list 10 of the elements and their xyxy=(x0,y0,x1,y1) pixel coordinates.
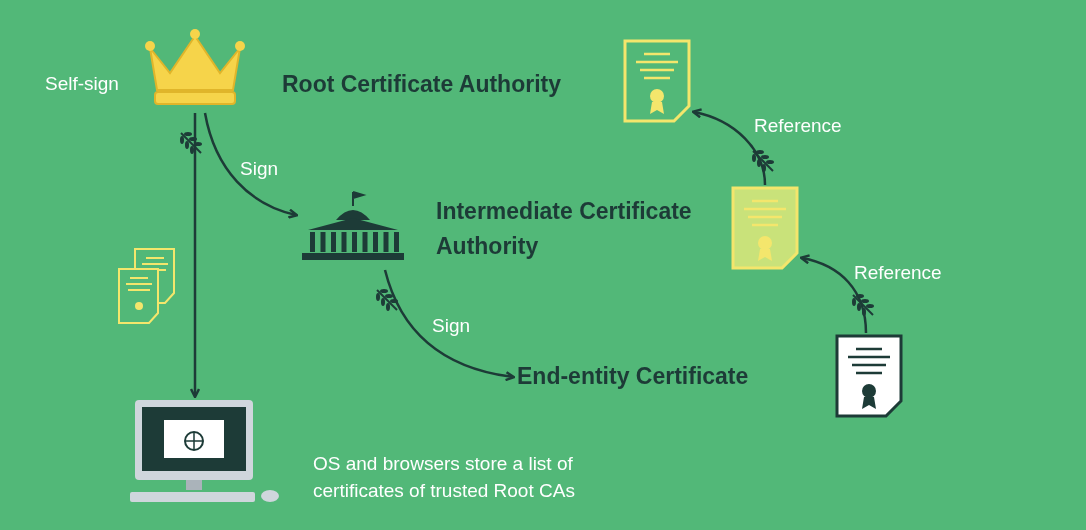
side-label: Self-sign xyxy=(45,72,119,96)
node-title: End-entity Certificate xyxy=(517,362,750,391)
arrow xyxy=(799,254,868,334)
description-text: OS and browsers store a list of certificates of trusted Root CAs xyxy=(313,452,576,503)
arrow xyxy=(383,269,516,382)
node-title: Root Certificate Authority xyxy=(282,70,562,99)
arrow xyxy=(189,113,201,399)
node-title: Intermediate Certificate Authority xyxy=(436,197,693,261)
arrow xyxy=(203,112,299,219)
arrow xyxy=(691,108,767,186)
